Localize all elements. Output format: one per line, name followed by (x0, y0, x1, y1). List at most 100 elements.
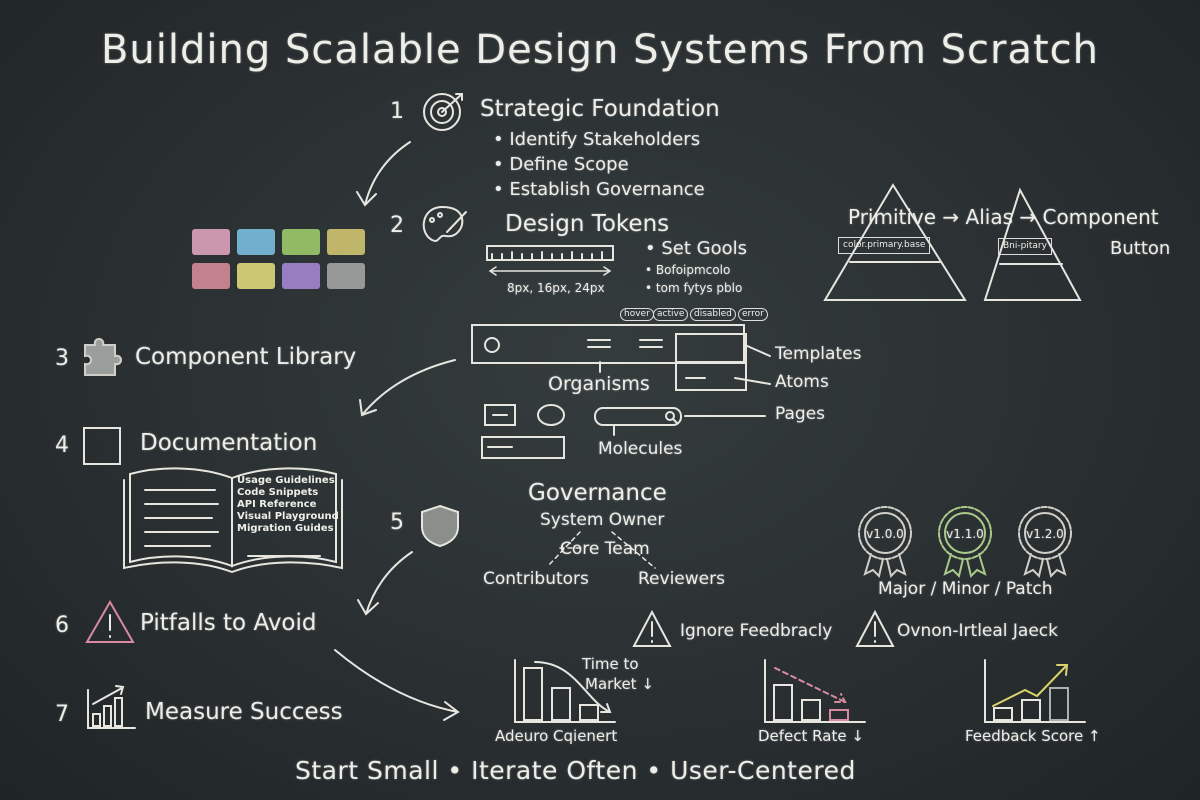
color-swatch (237, 263, 275, 289)
book-item: Code Snippets (237, 487, 319, 498)
shield-icon (421, 504, 459, 548)
version-badges (858, 506, 1072, 578)
bullet: • Set Gools (645, 238, 747, 259)
step-3-label: Component Library (135, 344, 357, 370)
color-swatch (192, 229, 230, 255)
open-book-icon (123, 467, 343, 574)
trend-arrow (774, 667, 847, 703)
state-pill-active: active (653, 308, 689, 321)
metric-bar (523, 667, 543, 721)
bullet: • Identify Stakeholders (493, 129, 701, 150)
color-swatch (327, 263, 365, 289)
version-badge-label: v1.2.0 (1026, 527, 1064, 541)
metric-chart (514, 659, 616, 723)
ribbon-badge-icon (938, 506, 992, 578)
step-7-label: Measure Success (145, 699, 343, 725)
metric-label: Defect Rate ↓ (758, 727, 864, 745)
molecule-wireframes (481, 404, 766, 459)
step-4-label: Documentation (140, 430, 318, 456)
pitfall-item: Ovnon-Irtleal Jaeck (897, 621, 1059, 641)
role-owner: System Owner (540, 510, 665, 530)
metric-bar (829, 709, 849, 721)
flow-arrow-1 (356, 141, 411, 207)
flow-arrow-6 (334, 649, 460, 721)
version-badge-label: v1.1.0 (946, 527, 984, 541)
state-pill-disabled: disabled (690, 308, 736, 321)
primitive-token: color.primary.base (838, 237, 931, 254)
color-swatch (237, 229, 275, 255)
step-6-number: 6 (55, 613, 69, 638)
organism-wireframe (471, 324, 771, 391)
step-6-label: Pitfalls to Avoid (140, 610, 317, 636)
role-core-team: Core Team (560, 539, 650, 559)
ribbon-badge-icon (1018, 506, 1072, 578)
book-item: Usage Guidelines (237, 475, 335, 486)
metric-bar (1021, 699, 1041, 721)
trend-arrow (992, 664, 1069, 707)
metric-bar (551, 687, 571, 721)
primitive-pyramid (823, 183, 967, 301)
templates-label: Templates (775, 344, 862, 364)
metric-annotation: Time to (582, 655, 639, 673)
alias-pyramid (983, 187, 1082, 301)
target-icon (423, 93, 463, 131)
metric-axis (984, 659, 1086, 723)
role-reviewers: Reviewers (638, 569, 725, 589)
book-item: Migration Guides (237, 523, 334, 534)
pitfall-item: Ignore Feedbracly (680, 621, 833, 641)
color-swatches (192, 229, 365, 289)
metric-axis (764, 659, 866, 723)
documentation-square-icon (83, 427, 121, 465)
metric-annotation: Market ↓ (585, 675, 654, 693)
step-7-number: 7 (55, 702, 69, 727)
state-pill-hover: hover (620, 308, 654, 321)
versioning-label: Major / Minor / Patch (878, 579, 1053, 599)
color-swatch (327, 229, 365, 255)
step-5-label: Governance (528, 480, 667, 506)
page-title: Building Scalable Design Systems From Sc… (100, 27, 1100, 73)
molecules-label: Molecules (598, 439, 683, 459)
metric-chart (984, 659, 1086, 723)
book-item: Visual Playground (237, 511, 339, 522)
atoms-label: Atoms (775, 372, 829, 392)
role-contributors: Contributors (483, 569, 589, 589)
metric-bar (579, 704, 599, 721)
color-swatch (282, 263, 320, 289)
governance-lines (547, 531, 656, 569)
bullet: • Define Scope (493, 154, 629, 175)
metric-bar (1049, 687, 1069, 721)
flow-arrow-5 (357, 551, 413, 616)
puzzle-icon (84, 338, 122, 376)
step-2-number: 2 (390, 213, 404, 238)
flow-arrow-3 (359, 359, 456, 417)
metric-label: Adeuro Cqienert (495, 727, 618, 745)
ribbon-badge-icon (858, 506, 912, 578)
metric-axis (514, 659, 616, 723)
metric-bar (801, 699, 821, 721)
trend-arrow (534, 661, 612, 713)
pitfall-warning-icon-2 (855, 609, 895, 647)
step-4-number: 4 (55, 433, 69, 458)
step-5-number: 5 (390, 510, 404, 535)
bullet: • tom fytys pblo (645, 281, 743, 295)
step-1-label: Strategic Foundation (480, 96, 720, 122)
pitfall-warning-icon-1 (632, 609, 672, 647)
token-flow: Primitive → Alias → Component (848, 205, 1159, 229)
warning-icon (85, 599, 135, 643)
organisms-label: Organisms (548, 373, 650, 395)
step-1-number: 1 (390, 99, 404, 124)
pages-label: Pages (775, 404, 826, 424)
version-badge-label: v1.0.0 (866, 527, 904, 541)
color-swatch (282, 229, 320, 255)
alias-token: Bni-pitary (998, 238, 1052, 255)
bullet: • Bofoipmcolo (645, 263, 731, 277)
palette-icon (422, 205, 467, 242)
step-2-label: Design Tokens (505, 211, 670, 237)
color-swatch (192, 263, 230, 289)
step-3-number: 3 (55, 346, 69, 371)
state-pill-error: error (738, 308, 768, 321)
book-item: API Reference (237, 499, 317, 510)
metric-chart (764, 659, 866, 723)
component-token: Button (1110, 238, 1171, 259)
